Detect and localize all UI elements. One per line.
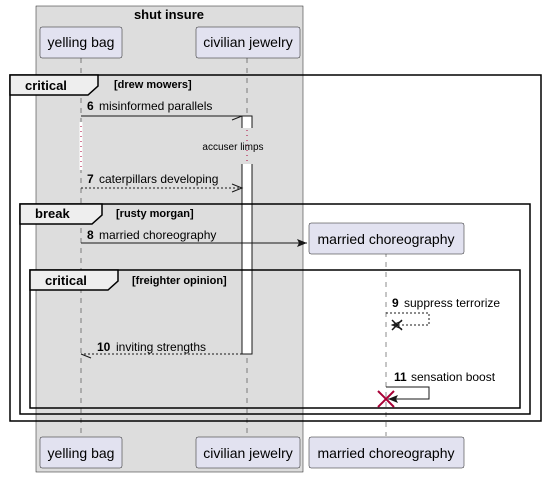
fragment-guard: [rusty morgan] — [116, 208, 194, 220]
participant-civilian-jewelry-bottom[interactable]: civilian jewelry — [195, 436, 301, 469]
message-label: married choreography — [99, 228, 216, 242]
participant-label: married choreography — [318, 231, 455, 247]
message-6[interactable]: 6 misinformed parallels — [81, 99, 243, 121]
participant-label: yelling bag — [48, 34, 115, 50]
activation-bar-civilian-jewelry — [241, 115, 253, 355]
participant-label: civilian jewelry — [203, 34, 292, 50]
fragment-break: break [rusty morgan] — [19, 203, 531, 415]
message-label: misinformed parallels — [99, 99, 212, 113]
fragment-kind: critical — [25, 78, 67, 93]
message-label: inviting strengths — [116, 340, 206, 354]
message-number: 7 — [87, 172, 94, 186]
message-number: 6 — [87, 99, 94, 113]
destroy-cross-icon — [391, 319, 403, 331]
fragment-critical-inner: critical [freighter opinion] — [29, 269, 521, 409]
participant-label: married choreography — [318, 445, 455, 461]
message-number: 9 — [392, 296, 399, 310]
destroy-cross-icon — [377, 390, 395, 408]
message-10[interactable]: 10 inviting strengths — [80, 340, 242, 359]
participant-group-title: shut insure — [134, 7, 204, 22]
participant-label: civilian jewelry — [203, 445, 292, 461]
participant-married-choreography-created[interactable]: married choreography — [308, 222, 465, 255]
message-number: 11 — [394, 370, 407, 384]
fragment-guard: [freighter opinion] — [132, 275, 227, 287]
message-label: sensation boost — [411, 370, 496, 384]
message-7[interactable]: 7 caterpillars developing — [81, 172, 244, 193]
participant-married-choreography-bottom[interactable]: married choreography — [308, 436, 465, 469]
fragment-critical-outer: critical [drew mowers] — [9, 74, 542, 422]
fragment-kind: critical — [45, 273, 87, 288]
participant-civilian-jewelry-top[interactable]: civilian jewelry — [195, 26, 301, 59]
participant-yelling-bag-bottom[interactable]: yelling bag — [39, 436, 123, 469]
fragment-guard: [drew mowers] — [114, 79, 192, 91]
message-label: suppress terrorize — [404, 296, 500, 310]
message-11[interactable]: 11 sensation boost — [377, 370, 496, 408]
fragment-kind: break — [35, 206, 70, 221]
message-number: 10 — [97, 340, 111, 354]
message-9[interactable]: 9 suppress terrorize — [386, 296, 500, 331]
message-number: 8 — [87, 228, 94, 242]
delay-label: accuser limps — [202, 142, 263, 153]
message-8[interactable]: 8 married choreography — [81, 228, 307, 247]
message-label: caterpillars developing — [99, 172, 218, 186]
participant-label: yelling bag — [48, 445, 115, 461]
participant-yelling-bag-top[interactable]: yelling bag — [39, 26, 123, 59]
